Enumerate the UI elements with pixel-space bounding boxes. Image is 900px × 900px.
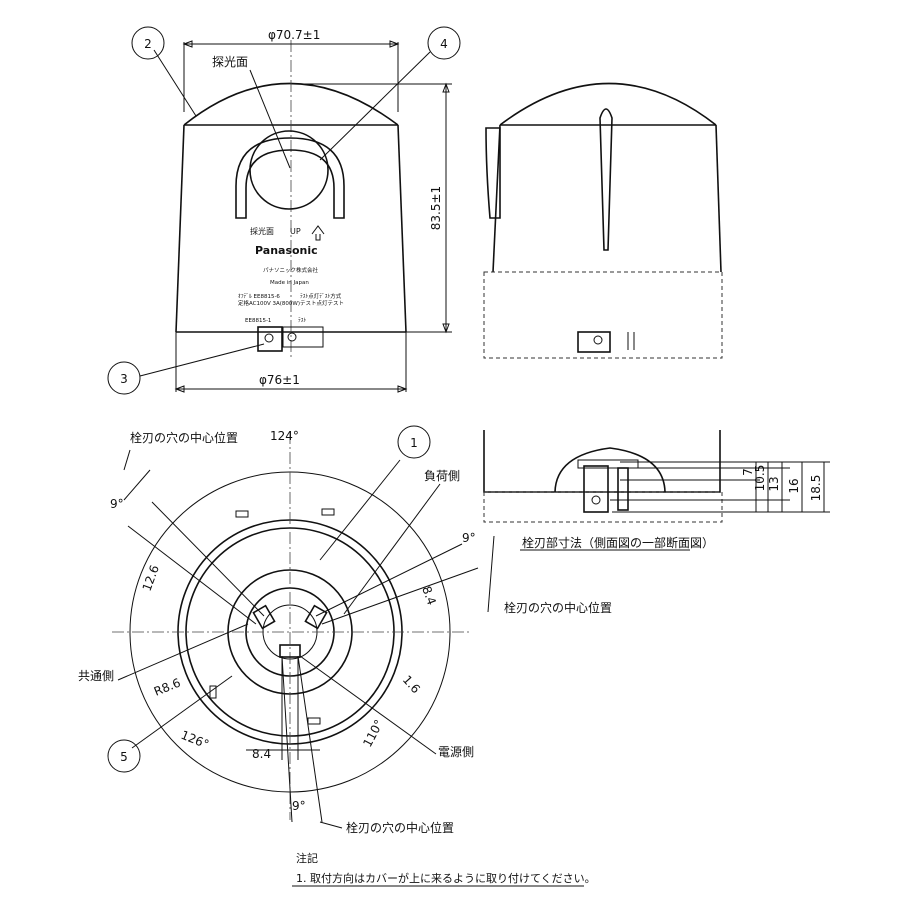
label-blade-center-3: 栓刃の穴の中心位置: [346, 820, 454, 835]
spec-left-2: 定格AC100V 3A(800W): [238, 299, 300, 307]
callout-4: 4: [427, 26, 461, 60]
label-power-side: 電源側: [438, 745, 474, 759]
notes-line-1: 1. 取付方向はカバーが上に来るように取り付けてください。: [296, 871, 596, 885]
svg-text:3: 3: [120, 372, 128, 386]
dim-7: 7: [741, 468, 755, 476]
section-view: [483, 430, 830, 523]
dim-10-5: 10.5: [753, 465, 767, 492]
dim-height: 83.5±1: [429, 186, 443, 230]
dim-bottom-diameter: φ76±1: [259, 373, 300, 387]
label-blade-center-2: 栓刃の穴の中心位置: [504, 600, 612, 615]
label-blade-center-1: 栓刃の穴の中心位置: [130, 430, 238, 445]
front-view: [139, 40, 452, 393]
nine-deg-b: 9°: [462, 531, 476, 545]
spec-right-2: テスト点灯テスト: [300, 299, 344, 307]
test-label: ﾃｽﾄ: [298, 317, 307, 324]
dim-r8-6: R8.6: [152, 676, 183, 699]
callout-1: 1: [397, 425, 431, 459]
maker-text: パナソニック株式会社: [263, 266, 319, 274]
angle-124: 124°: [270, 429, 299, 443]
dim-8-4-b: 8.4: [252, 747, 271, 761]
spec-right: ﾃｽﾄ点灯ﾃﾞｽﾄ方式: [300, 292, 342, 300]
up-mark: UP: [290, 227, 301, 236]
nine-deg-c: 9°: [292, 799, 306, 813]
nine-deg-a: 9°: [110, 497, 124, 511]
svg-text:5: 5: [120, 750, 128, 764]
angle-126: 126°: [179, 728, 211, 752]
spec-left: ｵﾌﾃﾞﾙ EE8815-6: [238, 293, 280, 300]
section-caption: 栓刃部寸法（側面図の一部断面図）: [522, 535, 714, 550]
dim-8-4-a: 8.4: [419, 584, 439, 607]
model-code: EE8815-1: [245, 318, 271, 324]
callout-5: 5: [107, 739, 141, 773]
svg-text:2: 2: [144, 37, 152, 51]
notes-heading: 注記: [296, 851, 318, 865]
label-common-side: 共通側: [78, 669, 114, 683]
angle-110: 110°: [360, 717, 386, 749]
dim-16: 16: [787, 478, 801, 493]
light-face-label: 探光面: [212, 55, 248, 69]
dim-1-6: 1.6: [400, 673, 423, 697]
callout-2: 2: [131, 26, 165, 60]
svg-text:1: 1: [410, 436, 418, 450]
label-load-side: 負荷側: [424, 469, 460, 483]
light-face-mark: 採光面: [250, 226, 274, 236]
bottom-view: [112, 432, 495, 829]
dim-18-5: 18.5: [809, 475, 823, 502]
made-in-text: Made in Japan: [270, 280, 309, 286]
callout-3: 3: [107, 361, 141, 395]
side-view: [483, 82, 723, 359]
dim-13: 13: [767, 476, 781, 491]
svg-text:4: 4: [440, 37, 448, 51]
dim-top-diameter: φ70.7±1: [268, 28, 320, 42]
brand-text: Panasonic: [255, 244, 318, 257]
